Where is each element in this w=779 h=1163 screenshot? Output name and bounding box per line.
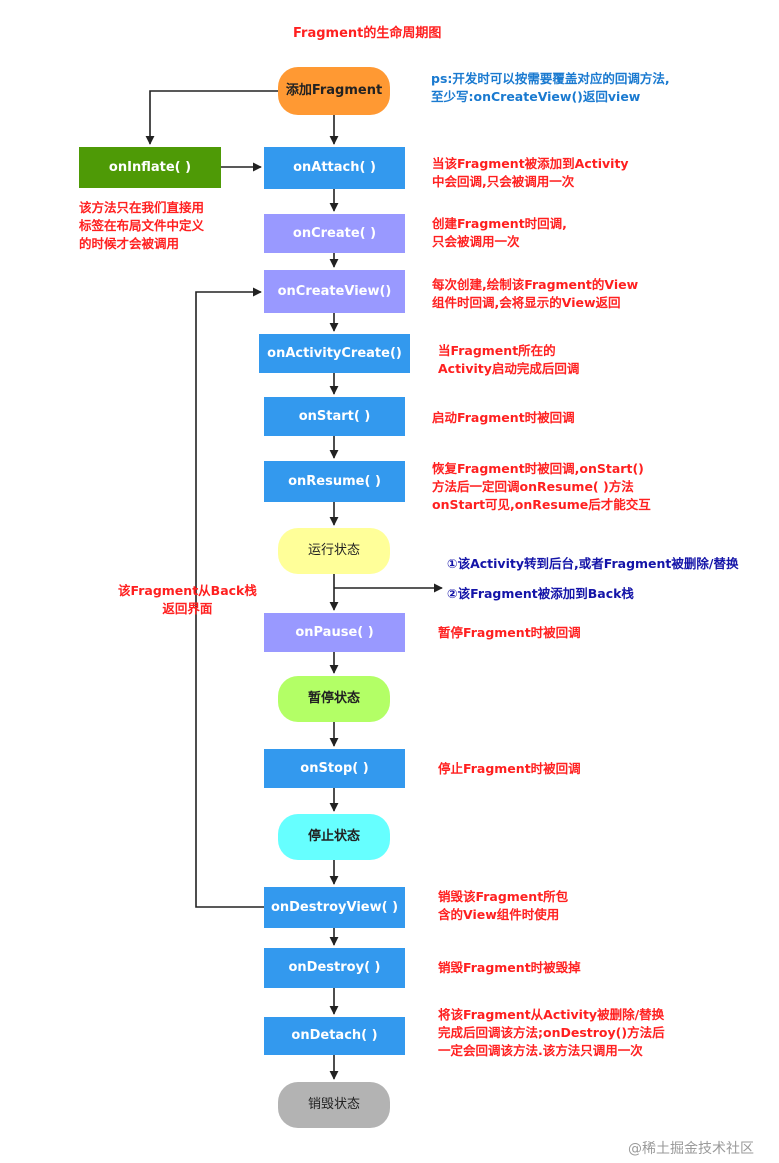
arrow-backstack-loop <box>195 287 264 908</box>
on-activity-create-node: onActivityCreate() <box>259 334 410 373</box>
on-inflate-node: onInflate( ) <box>79 147 221 188</box>
branch-note-2: ②该Fragment被添加到Back栈 <box>447 586 634 601</box>
destroy-note: 销毁Fragment时被毁掉 <box>438 960 581 975</box>
attach-note: 当该Fragment被添加到Activity 中会回调,只会被调用一次 <box>432 156 629 189</box>
detach-note: 将该Fragment从Activity被删除/替换 完成后回调该方法;onDes… <box>438 1007 665 1058</box>
stopped-state-node: 停止状态 <box>278 814 390 860</box>
diagram-title: Fragment的生命周期图 <box>293 26 442 41</box>
on-start-node: onStart( ) <box>264 397 405 436</box>
on-create-node: onCreate( ) <box>264 214 405 253</box>
arrow-add-to-inflate <box>145 90 278 145</box>
on-attach-node: onAttach( ) <box>264 147 405 189</box>
start-note: 启动Fragment时被回调 <box>432 410 575 425</box>
inflate-note: 该方法只在我们直接用 标签在布局文件中定义 的时候才会被调用 <box>79 200 205 251</box>
on-resume-node: onResume( ) <box>264 461 405 502</box>
destroy-view-note: 销毁该Fragment所包 含的View组件时使用 <box>438 889 569 922</box>
on-detach-node: onDetach( ) <box>264 1017 405 1055</box>
stop-note: 停止Fragment时被回调 <box>438 761 581 776</box>
branch-note-1: ①该Activity转到后台,或者Fragment被删除/替换 <box>447 556 739 571</box>
resume-note: 恢复Fragment时被回调,onStart() 方法后一定回调onResume… <box>432 461 651 512</box>
paused-state-node: 暂停状态 <box>278 676 390 722</box>
destroyed-state-node: 销毁状态 <box>278 1082 390 1128</box>
watermark: @稀土掘金技术社区 <box>628 1141 754 1157</box>
pause-note: 暂停Fragment时被回调 <box>438 625 581 640</box>
on-destroy-view-node: onDestroyView( ) <box>264 887 405 928</box>
add-fragment-node: 添加Fragment <box>278 67 390 115</box>
running-state-node: 运行状态 <box>278 528 390 574</box>
create-view-note: 每次创建,绘制该Fragment的View 组件时回调,会将显示的View返回 <box>432 277 639 310</box>
on-create-view-node: onCreateView() <box>264 270 405 313</box>
on-pause-node: onPause( ) <box>264 613 405 652</box>
back-stack-note: 该Fragment从Back栈 返回界面 <box>118 583 257 616</box>
create-note: 创建Fragment时回调, 只会被调用一次 <box>432 216 567 249</box>
activity-create-note: 当Fragment所在的 Activity启动完成后回调 <box>438 343 580 376</box>
on-destroy-node: onDestroy( ) <box>264 948 405 988</box>
on-stop-node: onStop( ) <box>264 749 405 788</box>
ps-note: ps:开发时可以按需要覆盖对应的回调方法, 至少写:onCreateView()… <box>431 71 670 104</box>
